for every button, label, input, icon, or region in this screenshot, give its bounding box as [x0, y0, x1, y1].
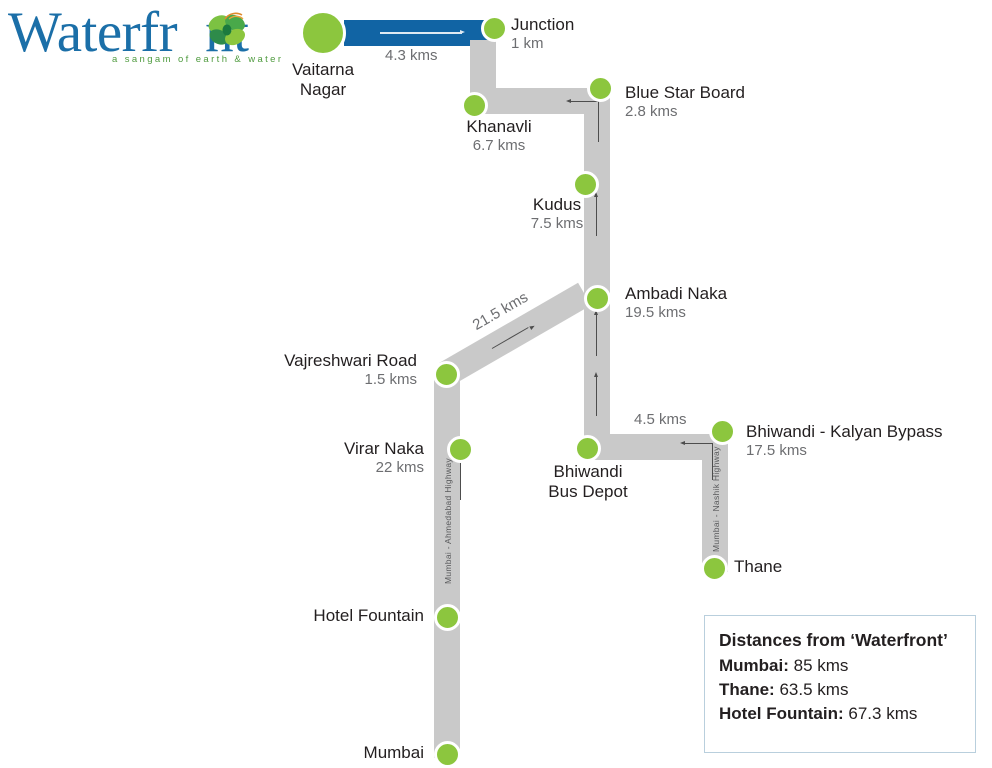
- label-ambadi-naka: Ambadi Naka 19.5 kms: [625, 284, 727, 322]
- label-kudus-distance: 7.5 kms: [530, 215, 584, 232]
- label-vaitarna-nagar-line1: Vaitarna: [291, 60, 355, 79]
- road-direction-marker-kudus: [596, 196, 597, 236]
- segment-distance-vaitarna-junction: 4.3 kms: [385, 47, 438, 64]
- node-khanavli[interactable]: [461, 92, 488, 119]
- legend-row-mumbai: Mumbai: 85 kms: [719, 656, 975, 676]
- node-bhiwandi-kalyan-bypass[interactable]: [709, 418, 736, 445]
- legend-row-thane-label: Thane:: [719, 680, 775, 699]
- label-ambadi-naka-name: Ambadi Naka: [625, 284, 728, 303]
- distances-legend: Distances from ‘Waterfront’ Mumbai: 85 k…: [704, 615, 976, 753]
- connector-arrow-bypass: [680, 441, 685, 445]
- segment-distance-bhiwandi-bypass: 4.5 kms: [634, 411, 687, 428]
- legend-row-mumbai-label: Mumbai:: [719, 656, 789, 675]
- legend-row-hotel-fountain-label: Hotel Fountain:: [719, 704, 844, 723]
- connector-arrow-bluestar: [566, 99, 571, 103]
- road-direction-marker-virar: [460, 450, 461, 500]
- label-bhiwandi-bus-depot-line2: Bus Depot: [548, 482, 628, 501]
- label-ambadi-naka-distance: 19.5 kms: [625, 304, 686, 321]
- label-virar-naka: Virar Naka 22 kms: [248, 439, 424, 477]
- label-hotel-fountain: Hotel Fountain: [250, 606, 424, 626]
- label-junction-distance: 1 km: [511, 35, 544, 52]
- label-mumbai: Mumbai: [260, 743, 424, 763]
- logo-tagline: a sangam of earth & water: [112, 54, 284, 65]
- logo-word-pre: Waterfr: [8, 1, 178, 64]
- node-vajreshwari-road[interactable]: [433, 361, 460, 388]
- node-virar-naka[interactable]: [447, 436, 474, 463]
- legend-row-thane-value: 63.5 kms: [779, 680, 849, 699]
- node-ambadi-naka[interactable]: [584, 285, 611, 312]
- road-direction-arrow-kudus: [594, 192, 598, 197]
- label-blue-star-board-name: Blue Star Board: [625, 83, 746, 102]
- road-direction-marker-ambadi: [596, 314, 597, 356]
- label-khanavli: Khanavli 6.7 kms: [437, 117, 561, 155]
- legend-row-thane: Thane: 63.5 kms: [719, 680, 975, 700]
- label-vajreshwari-road-name: Vajreshwari Road: [284, 351, 417, 370]
- road-direction-arrow-ambadi: [594, 310, 598, 315]
- highway-label-ahmedabad: Mumbai - Ahmedabad Highway: [443, 458, 453, 584]
- road-direction-arrow-bhiwandi: [594, 372, 598, 377]
- node-vaitarna-nagar[interactable]: [300, 10, 346, 56]
- label-vaitarna-nagar-line2: Nagar: [299, 80, 347, 99]
- label-junction-name: Junction: [511, 15, 575, 34]
- label-blue-star-board: Blue Star Board 2.8 kms: [625, 83, 745, 121]
- label-vaitarna-nagar: Vaitarna Nagar: [268, 60, 378, 100]
- label-virar-naka-name: Virar Naka: [344, 439, 424, 458]
- road-bhiwandi-bypass: [584, 434, 724, 460]
- road-direction-marker-blue: [380, 32, 462, 34]
- node-mumbai[interactable]: [434, 741, 461, 768]
- highway-label-nashik: Mumbai - Nashik Highway: [711, 446, 721, 552]
- node-blue-star-board[interactable]: [587, 75, 614, 102]
- node-junction[interactable]: [481, 15, 508, 42]
- butterfly-leaf-icon: [208, 12, 245, 46]
- label-bhiwandi-kalyan-bypass-name: Bhiwandi - Kalyan Bypass: [746, 422, 943, 441]
- label-khanavli-name: Khanavli: [466, 117, 532, 136]
- label-bhiwandi-kalyan-bypass: Bhiwandi - Kalyan Bypass 17.5 kms: [746, 422, 943, 460]
- label-kudus: Kudus 7.5 kms: [496, 195, 618, 233]
- label-vajreshwari-road: Vajreshwari Road 1.5 kms: [215, 351, 417, 389]
- label-bhiwandi-bus-depot-line1: Bhiwandi: [553, 462, 623, 481]
- road-direction-marker-bhiwandi: [596, 376, 597, 416]
- node-thane[interactable]: [701, 555, 728, 582]
- node-bhiwandi-bus-depot[interactable]: [574, 435, 601, 462]
- label-thane-name: Thane: [734, 557, 783, 576]
- label-bhiwandi-bus-depot: Bhiwandi Bus Depot: [527, 462, 649, 502]
- label-khanavli-distance: 6.7 kms: [472, 137, 526, 154]
- label-junction: Junction 1 km: [511, 15, 574, 53]
- label-virar-naka-distance: 22 kms: [375, 459, 424, 476]
- legend-row-mumbai-value: 85 kms: [793, 656, 849, 675]
- node-hotel-fountain[interactable]: [434, 604, 461, 631]
- legend-title: Distances from ‘Waterfront’: [719, 630, 948, 650]
- node-kudus[interactable]: [572, 171, 599, 198]
- label-kudus-name: Kudus: [532, 195, 582, 214]
- label-hotel-fountain-name: Hotel Fountain: [313, 606, 424, 625]
- legend-row-hotel-fountain: Hotel Fountain: 67.3 kms: [719, 704, 975, 724]
- connector-bypass: [684, 443, 713, 480]
- road-direction-arrow-blue: [460, 29, 465, 34]
- label-blue-star-board-distance: 2.8 kms: [625, 103, 678, 120]
- label-vajreshwari-road-distance: 1.5 kms: [364, 371, 417, 388]
- road-vajreshwari-mumbai: [434, 370, 460, 758]
- waterfront-logo: Waterfront a sangam of earth & water: [8, 1, 300, 74]
- label-bhiwandi-kalyan-bypass-distance: 17.5 kms: [746, 442, 807, 459]
- label-thane: Thane: [734, 557, 782, 577]
- legend-row-hotel-fountain-value: 67.3 kms: [848, 704, 918, 723]
- label-mumbai-name: Mumbai: [363, 743, 424, 762]
- road-bypass-thane: [702, 434, 728, 572]
- connector-bluestar: [570, 101, 599, 142]
